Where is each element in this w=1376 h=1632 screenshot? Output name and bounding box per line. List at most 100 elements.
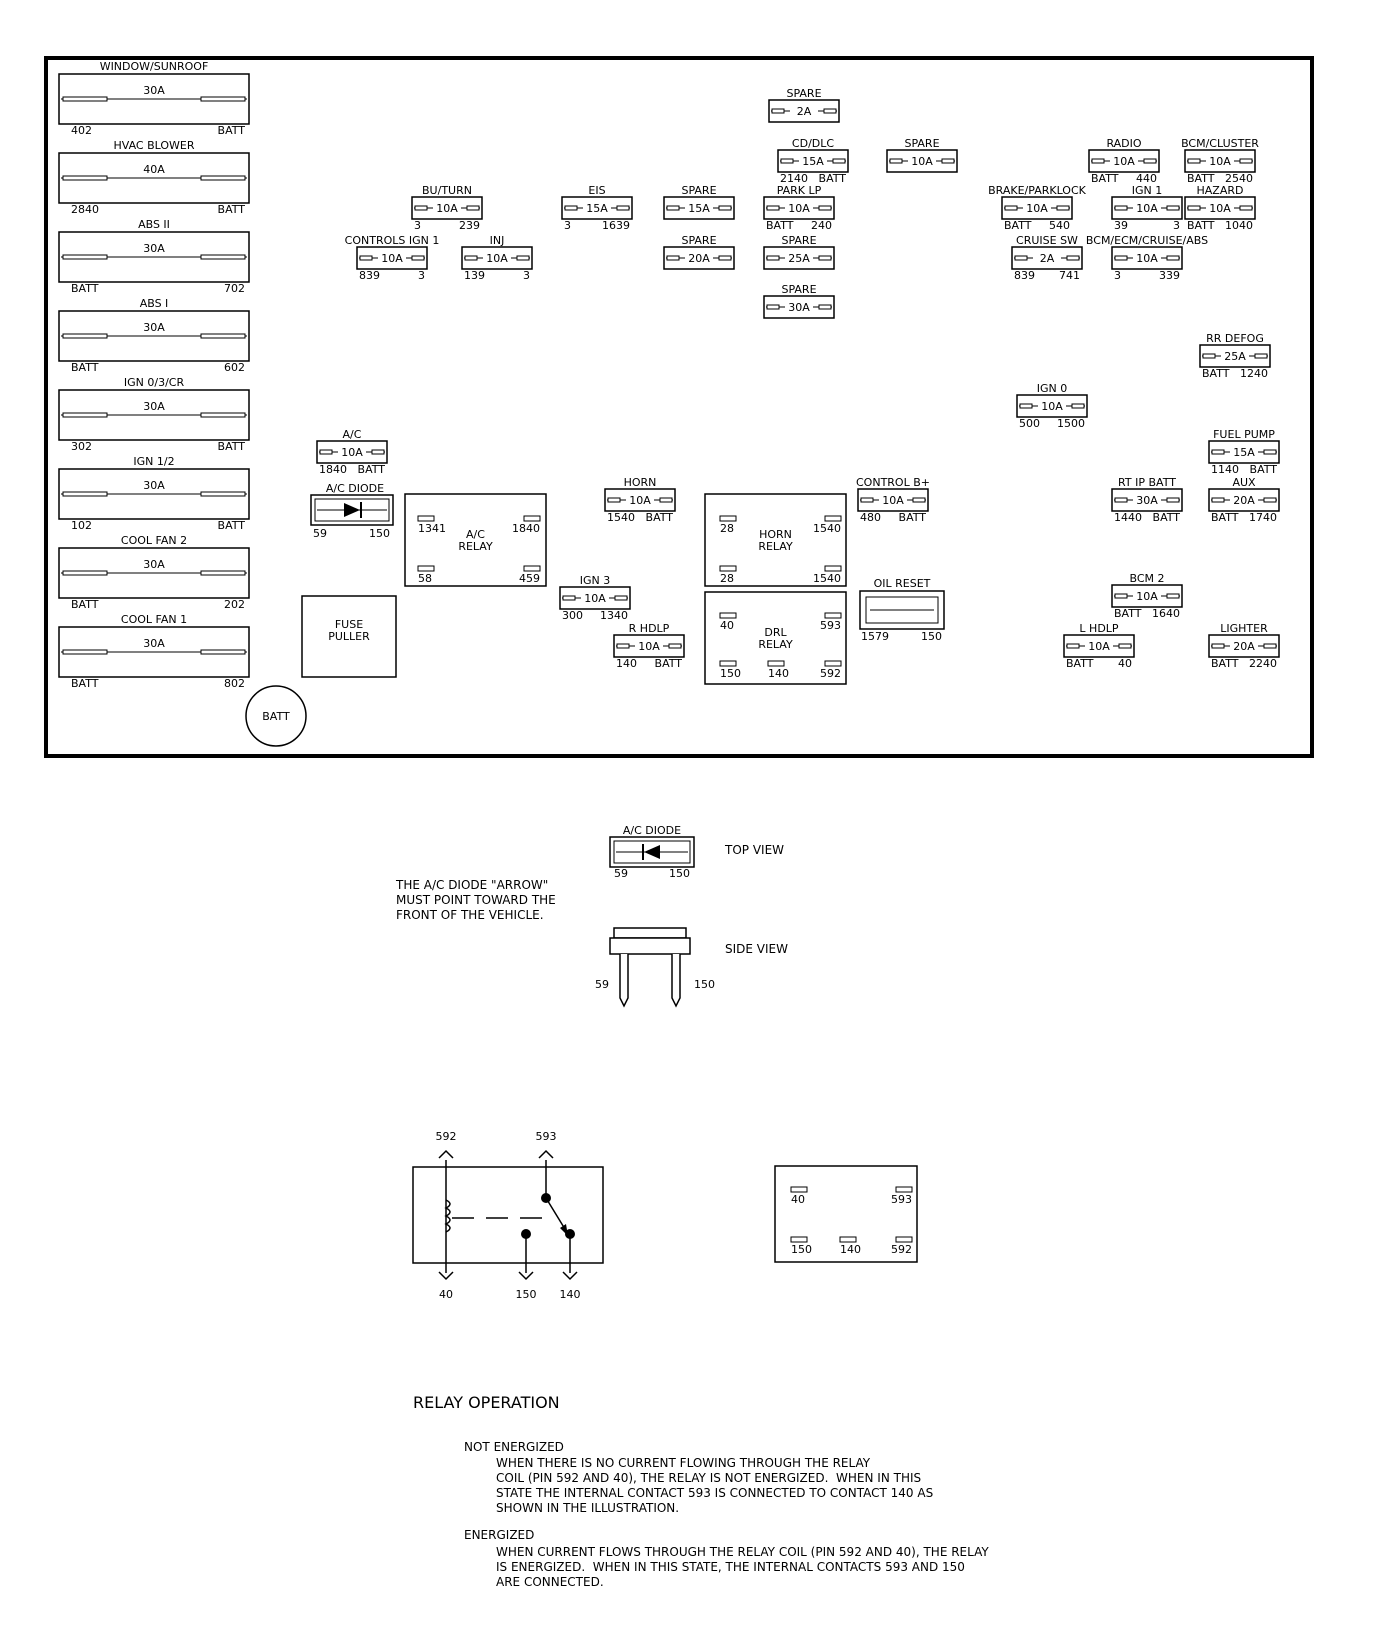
pin-label: 602 <box>224 361 245 374</box>
fuse-blade <box>200 649 246 655</box>
pin-label: 140 <box>616 657 637 670</box>
fuse-rating: 15A <box>688 202 710 215</box>
fuse-blade <box>62 96 108 102</box>
pin-label: 150 <box>369 527 390 540</box>
fuse-rating: 10A <box>1026 202 1048 215</box>
relay-pin <box>839 1236 857 1243</box>
coil-icon <box>444 1199 451 1233</box>
fuse-rating: 10A <box>1209 202 1231 215</box>
down-arrow-icon <box>518 1271 534 1281</box>
pin-label: BATT <box>766 219 794 232</box>
pin-label: 440 <box>1136 172 1157 185</box>
rating-mask <box>1110 154 1138 168</box>
rating-mask <box>1033 251 1061 265</box>
relay-pin <box>824 660 842 667</box>
fuse-name: ABS I <box>140 297 169 310</box>
fuse-name: BCM/ECM/CRUISE/ABS <box>1086 234 1208 247</box>
fuse-name: BCM 2 <box>1129 572 1164 585</box>
fuse-rating: 30A <box>143 84 165 97</box>
fuse-blade <box>1239 158 1253 164</box>
fuse-rating: 10A <box>788 202 810 215</box>
fuse-blade <box>200 333 246 339</box>
fuse-name: RADIO <box>1106 137 1141 150</box>
relay-name: RELAY <box>758 540 793 553</box>
fuse-name: WINDOW/SUNROOF <box>100 60 209 73</box>
rating-mask <box>1038 399 1066 413</box>
fuse-rating: 30A <box>143 321 165 334</box>
pin-label: 593 <box>891 1193 912 1206</box>
pin-label: BATT <box>218 519 246 532</box>
pin-label: BATT <box>1066 657 1094 670</box>
fuse-rating: 30A <box>143 242 165 255</box>
fuse-block-outline <box>44 56 1314 758</box>
fuse-rating: 10A <box>1136 202 1158 215</box>
pin-label: BATT <box>218 440 246 453</box>
pin-label: 202 <box>224 598 245 611</box>
fuse-blade <box>718 255 732 261</box>
relay-pin <box>523 565 541 572</box>
diode-inner <box>613 840 691 864</box>
pin-label: 1341 <box>418 522 446 535</box>
fuse-blade <box>1239 205 1253 211</box>
fuse-blade <box>1071 403 1085 409</box>
fuse-park-lp: PARK LP 10A BATT 240 <box>763 184 835 232</box>
fuse-rating: 10A <box>486 252 508 265</box>
pin-label: 2540 <box>1225 172 1253 185</box>
pin-label: BATT <box>1091 172 1119 185</box>
pin-label: BATT <box>655 657 683 670</box>
relay-name: RELAY <box>758 638 793 651</box>
fuse-blade <box>1143 158 1157 164</box>
pin-label: 2840 <box>71 203 99 216</box>
pin-label: 239 <box>459 219 480 232</box>
fuse-blade <box>62 649 108 655</box>
fuse-name: IGN 0 <box>1037 382 1068 395</box>
relay-pin <box>719 660 737 667</box>
rating-mask <box>879 493 907 507</box>
fuse-rating: 10A <box>1088 640 1110 653</box>
pin-label: BATT <box>1202 367 1230 380</box>
rating-mask <box>908 154 936 168</box>
pin-label: 1240 <box>1240 367 1268 380</box>
fuse-blade <box>1211 497 1225 503</box>
diode-side-leg <box>619 954 629 1008</box>
fuse-rating: 10A <box>341 446 363 459</box>
fuse-blade <box>200 570 246 576</box>
side-view-label: SIDE VIEW <box>725 942 788 956</box>
fuse-blade <box>1014 255 1028 261</box>
fuse-rating: 15A <box>1233 446 1255 459</box>
fuse-rating: 15A <box>586 202 608 215</box>
diode-arrow-icon <box>644 845 660 859</box>
fuse-blade <box>1166 205 1180 211</box>
fuse-blade <box>516 255 530 261</box>
rating-mask <box>433 201 461 215</box>
pin-label: 1540 <box>813 522 841 535</box>
relay-body <box>704 591 847 685</box>
relay-pin <box>719 565 737 572</box>
relay-pin <box>417 515 435 522</box>
fuse-blade <box>414 205 428 211</box>
down-arrow-icon <box>438 1271 454 1281</box>
diode-side-cap <box>613 927 687 939</box>
fuse-name: PARK LP <box>777 184 822 197</box>
energized-text: WHEN CURRENT FLOWS THROUGH THE RELAY COI… <box>496 1545 989 1589</box>
up-arrow-icon <box>438 1149 454 1159</box>
fuse-blade <box>359 255 373 261</box>
fuse-rating: 40A <box>143 163 165 176</box>
rating-mask <box>583 201 611 215</box>
fuse-blade <box>1254 353 1268 359</box>
pin-label: 3 <box>564 219 571 232</box>
rating-mask <box>685 201 713 215</box>
fuse-blade <box>1263 497 1277 503</box>
pin-label: 240 <box>811 219 832 232</box>
fuse-rating: 10A <box>1113 155 1135 168</box>
fuse-blade <box>766 304 780 310</box>
